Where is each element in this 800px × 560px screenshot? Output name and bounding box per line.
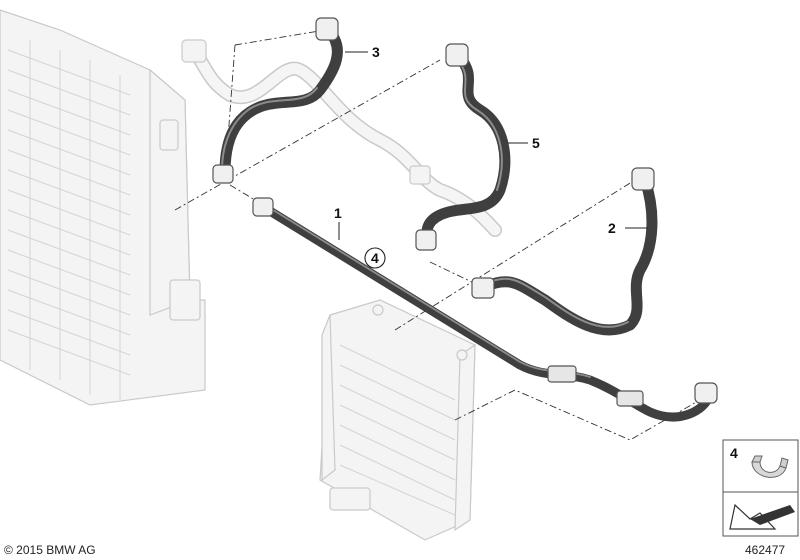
- radiator-ghost: [0, 9, 206, 406]
- callout-4-label: 4: [371, 250, 379, 266]
- callout-4-circled: 4: [364, 247, 386, 269]
- callout-5: 5: [532, 135, 540, 151]
- hose-1[interactable]: [252, 197, 718, 422]
- hose-3[interactable]: [212, 17, 343, 184]
- hose-2[interactable]: [471, 167, 658, 336]
- leader-lines: [338, 51, 648, 240]
- legend-4-number: 4: [730, 445, 738, 461]
- ghost-coolant-pipe: [181, 39, 502, 237]
- legend-part-4: 4: [722, 439, 799, 493]
- callout-2: 2: [608, 220, 616, 236]
- copyright-text: © 2015 BMW AG: [4, 543, 96, 557]
- image-number: 462477: [745, 543, 785, 557]
- callout-1: 1: [334, 205, 342, 221]
- oil-cooler-ghost: [319, 299, 476, 541]
- callout-3: 3: [372, 44, 380, 60]
- hose-5[interactable]: [415, 43, 511, 251]
- arrow-symbol-icon: [729, 503, 795, 530]
- clip-icon: [751, 455, 789, 478]
- legend-symbol-box: [722, 491, 799, 537]
